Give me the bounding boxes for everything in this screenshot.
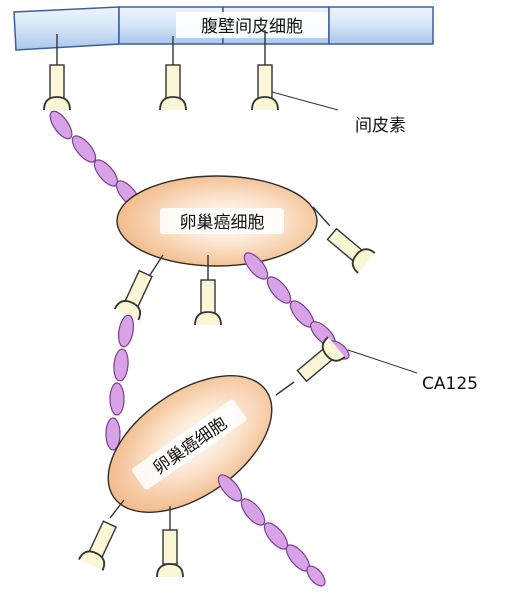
receptor-top-3 [251,64,279,111]
ovarian-cancer-cell-label-top: 卵巢癌细胞 [180,213,265,233]
ovarian-cancer-cell-bottom: 卵巢癌细胞 [107,375,273,513]
membrane-label-backdrop [176,12,328,38]
membrane-segment-4 [328,6,434,45]
mesothelial-cells-label: 腹壁间皮细胞 [201,17,303,37]
receptor-ca125-binding [275,336,346,396]
ovarian-cancer-cell-top: 卵巢癌细胞 [116,175,318,267]
receptor-top-1 [43,64,71,111]
ca125-chain-1 [49,110,141,208]
ca125-chain-4 [217,474,326,587]
ca125-pointer [347,349,418,374]
ca125-chain-2 [243,252,350,360]
membrane-segment-1 [13,6,120,51]
receptors-bottom-cell [78,499,184,578]
mesothelin-label: 间皮素 [355,116,406,136]
receptor-top-2 [159,64,187,111]
ca125-label: CA125 [422,374,478,394]
mesothelin-pointer [271,91,339,111]
mesothelin-receptors-top [56,30,266,65]
ca125-chain-3 [105,314,135,451]
receptors-top-cell [113,206,376,326]
